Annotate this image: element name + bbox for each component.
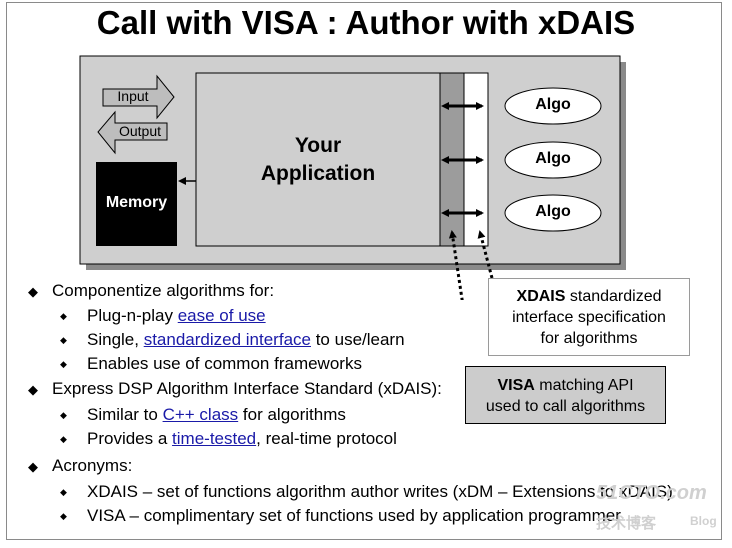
standardized-interface-link[interactable]: standardized interface — [143, 330, 311, 349]
output-arrow-icon — [97, 110, 168, 155]
bullet-text: Componentize algorithms for: — [52, 281, 275, 300]
visa-callout: VISA matching API used to call algorithm… — [465, 366, 666, 424]
memory-label: Memory — [105, 194, 168, 211]
sub-bullet-visa-def: ◆ VISA – complimentary set of functions … — [60, 506, 621, 526]
diamond-bullet-icon: ◆ — [60, 359, 67, 369]
visa-callout-line2: used to call algorithms — [485, 398, 646, 415]
sub-bullet-text: Similar to C++ class for algorithms — [87, 405, 346, 424]
sub-bullet-text: Provides a time-tested, real-time protoc… — [87, 429, 397, 448]
text: for algorithms — [238, 405, 346, 424]
text: Similar to — [87, 405, 163, 424]
xdais-callout-bold: XDAIS — [516, 288, 566, 305]
diamond-bullet-icon: ◆ — [28, 459, 38, 474]
algo-ellipse-3 — [504, 194, 602, 232]
slide-frame — [6, 2, 722, 540]
algo-label-3: Algo — [535, 203, 571, 220]
sub-bullet-text: Plug-n-play ease of use — [87, 306, 266, 325]
bullet-text: Acronyms: — [52, 456, 133, 475]
sub-bullet-text: Enables use of common frameworks — [87, 354, 362, 373]
slide-title: Call with VISA : Author with xDAIS — [96, 4, 636, 41]
diamond-bullet-icon: ◆ — [60, 511, 67, 521]
xdais-callout: XDAIS standardized interface specificati… — [488, 278, 690, 356]
text: Single, — [87, 330, 144, 349]
output-label: Output — [118, 123, 162, 139]
bullet-express-dsp: ◆ Express DSP Algorithm Interface Standa… — [28, 379, 442, 399]
architecture-diagram — [79, 55, 626, 300]
diamond-bullet-icon: ◆ — [60, 434, 67, 444]
xdais-leader-line — [477, 230, 494, 279]
sub-bullet-time-tested: ◆ Provides a time-tested, real-time prot… — [60, 429, 397, 449]
memory-box — [96, 162, 177, 246]
sub-bullet-text: XDAIS – set of functions algorithm autho… — [87, 482, 673, 501]
bullet-componentize: ◆ Componentize algorithms for: — [28, 281, 274, 301]
watermark-blog-cn: 技术博客 — [596, 515, 657, 532]
bullet-text: Express DSP Algorithm Interface Standard… — [52, 379, 442, 398]
diamond-bullet-icon: ◆ — [60, 410, 67, 420]
visa-callout-line1-rest: matching API — [534, 377, 634, 394]
visa-callout-line1: VISA matching API — [466, 375, 665, 396]
watermark-site: 51CTO.com — [596, 482, 707, 504]
input-arrow-icon — [102, 74, 175, 120]
text: Provides a — [87, 429, 173, 448]
time-tested-link[interactable]: time-tested — [172, 429, 257, 448]
sub-bullet-plug-n-play: ◆ Plug-n-play ease of use — [60, 306, 266, 326]
application-label-line2: Application — [260, 162, 376, 185]
algo-ellipse-2 — [504, 141, 602, 179]
text: to use/learn — [310, 330, 405, 349]
xdais-callout-line3: for algorithms — [540, 330, 638, 347]
sub-bullet-text: Single, standardized interface to use/le… — [87, 330, 405, 349]
xdais-callout-line1: XDAIS standardized — [489, 286, 689, 307]
diamond-bullet-icon: ◆ — [28, 382, 38, 397]
watermark-blog: Blog — [690, 514, 717, 528]
algo-label-1: Algo — [535, 96, 571, 113]
diamond-bullet-icon: ◆ — [60, 487, 67, 497]
sub-bullet-text: VISA – complimentary set of functions us… — [87, 506, 621, 525]
application-label-line1: Your — [294, 134, 342, 157]
cpp-class-link[interactable]: C++ class — [162, 405, 239, 424]
xdais-callout-line1-rest: standardized — [565, 288, 662, 305]
algo-ellipse-1 — [504, 87, 602, 125]
text: Plug-n-play — [87, 306, 178, 325]
ease-of-use-link[interactable]: ease of use — [177, 306, 266, 325]
text: , real-time protocol — [256, 429, 397, 448]
diamond-bullet-icon: ◆ — [60, 311, 67, 321]
input-label: Input — [117, 88, 149, 104]
xdais-callout-line2: interface specification — [512, 309, 666, 326]
diamond-bullet-icon: ◆ — [28, 284, 38, 299]
sub-bullet-single: ◆ Single, standardized interface to use/… — [60, 330, 405, 350]
algo-label-2: Algo — [535, 150, 571, 167]
sub-bullet-frameworks: ◆ Enables use of common frameworks — [60, 354, 362, 374]
application-box — [195, 72, 441, 247]
sub-bullet-cpp-class: ◆ Similar to C++ class for algorithms — [60, 405, 346, 425]
visa-callout-bold: VISA — [497, 377, 535, 394]
sub-bullet-xdais-def: ◆ XDAIS – set of functions algorithm aut… — [60, 482, 673, 502]
visa-leader-line — [448, 230, 464, 300]
bullet-acronyms: ◆ Acronyms: — [28, 456, 132, 476]
diamond-bullet-icon: ◆ — [60, 335, 67, 345]
